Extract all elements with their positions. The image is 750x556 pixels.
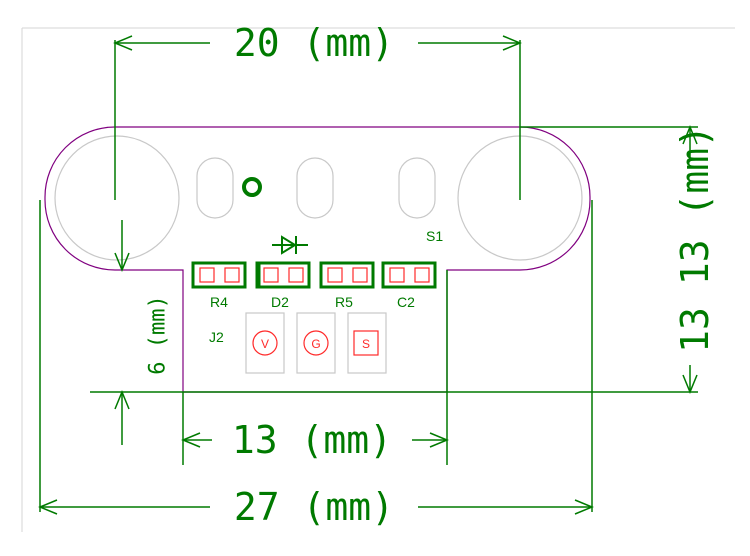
slot-right [398,157,436,219]
label-s1: S1 [426,228,443,244]
dim-top-text: 20 (mm) [234,21,394,65]
pin-s-label: S [362,337,370,351]
footprint-r4 [191,261,247,289]
slot-middle [296,157,334,219]
pin-g-label: G [311,337,320,351]
via-marker [242,177,262,197]
dim-bottom-arrow-left [38,499,58,515]
dim-center-arrow-right [429,432,449,448]
footprint-d2 [255,261,311,289]
dim-center-text: 13 (mm) [232,418,392,462]
dim-right-text-lower: 13 [673,307,717,353]
dim-right-text: 13 (mm) [673,125,717,285]
dim-right-arrow-top [682,125,698,145]
dim-left-arrow-bottom [114,390,130,410]
label-r5: R5 [335,294,353,310]
dim-left-text: 6 (mm) [146,295,171,374]
dim-center-arrow-left [181,432,201,448]
footprint-c2 [381,261,437,289]
dim-left-arrow-top [114,252,130,272]
pin-s: S [347,312,387,374]
diode-icon [272,235,308,255]
mounting-hole-left [54,135,180,261]
label-d2: D2 [271,294,289,310]
label-c2: C2 [397,294,415,310]
slot-left [196,157,234,219]
dim-right-arrow-bottom [682,374,698,394]
dim-bottom-arrow-right [574,499,594,515]
pin-v: V [245,312,285,374]
dim-top-arrow-right [502,35,522,51]
pin-v-label: V [261,337,269,351]
dim-top-arrow-left [113,35,133,51]
pin-g: G [296,312,336,374]
dim-bottom-text: 27 (mm) [234,485,394,529]
footprint-r5 [319,261,375,289]
label-j2: J2 [209,329,224,345]
label-r4: R4 [210,294,228,310]
